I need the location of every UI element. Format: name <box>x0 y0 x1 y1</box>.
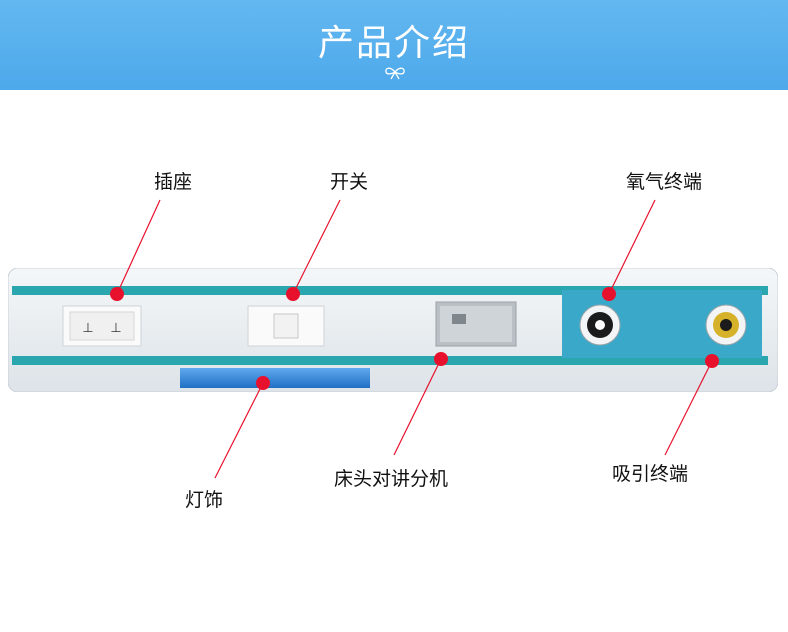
intercom-unit <box>435 301 517 347</box>
bed-head-panel: ⊥ ⊥ <box>8 268 778 392</box>
light-strip <box>180 368 370 388</box>
title-banner: 产品介绍 <box>0 0 788 90</box>
suction-outlet <box>705 304 747 346</box>
marker-oxygen <box>602 287 616 301</box>
label-intercom: 床头对讲分机 <box>334 468 449 490</box>
oxygen-outlet <box>579 304 621 346</box>
socket-plate: ⊥ ⊥ <box>62 305 142 347</box>
marker-switch <box>286 287 300 301</box>
switch-plate <box>247 305 325 347</box>
top-stripe <box>12 286 768 295</box>
marker-intercom <box>434 352 448 366</box>
label-socket: 插座 <box>154 171 193 193</box>
marker-socket <box>110 287 124 301</box>
svg-text:⊥: ⊥ <box>110 321 121 336</box>
label-light-decoration: 灯饰 <box>185 489 224 511</box>
label-suction-terminal: 吸引终端 <box>612 463 689 485</box>
label-oxygen-terminal: 氧气终端 <box>626 171 703 193</box>
bottom-stripe <box>12 356 768 365</box>
marker-light <box>256 376 270 390</box>
marker-suction <box>705 354 719 368</box>
label-switch: 开关 <box>330 171 369 193</box>
page-title: 产品介绍 <box>317 23 470 64</box>
svg-text:⊥: ⊥ <box>82 321 93 336</box>
bow-icon <box>385 67 405 80</box>
